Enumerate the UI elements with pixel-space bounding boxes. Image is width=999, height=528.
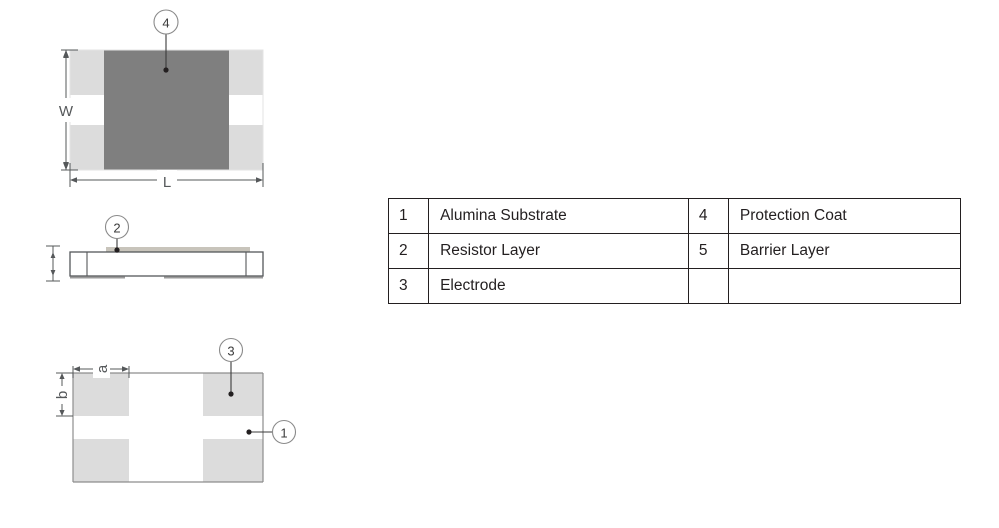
dimension-thickness xyxy=(46,245,60,282)
bottom-view-electrode-bottom-left xyxy=(73,439,129,482)
legend-label-2: Resistor Layer xyxy=(428,233,689,269)
legend-label-5: Barrier Layer xyxy=(727,233,962,269)
dimension-label-a: a xyxy=(94,364,111,373)
top-view: W L 4 xyxy=(56,9,264,192)
top-view-electrode-bottom-right xyxy=(229,125,263,170)
callout-4-label: 4 xyxy=(162,16,169,31)
legend-number-1: 1 xyxy=(387,198,430,234)
callout-1-anchor-dot xyxy=(246,429,252,435)
callout-3-label: 3 xyxy=(227,344,234,359)
bottom-view: a b 3 1 xyxy=(53,337,297,483)
dimension-b: b xyxy=(53,372,73,417)
top-view-electrode-top-left xyxy=(70,50,104,95)
callout-4-circle xyxy=(153,9,179,35)
legend-number-5: 5 xyxy=(687,233,729,269)
callout-3-circle xyxy=(218,337,244,363)
side-view: 2 xyxy=(46,214,264,282)
callout-3-anchor-dot xyxy=(228,391,234,397)
dimension-a: a xyxy=(72,360,130,378)
legend-number-empty xyxy=(687,268,729,304)
dimension-label-W: W xyxy=(59,103,74,120)
table-row: 2 Resistor Layer 5 Barrier Layer xyxy=(387,233,962,269)
callout-3: 3 xyxy=(218,337,244,397)
dimension-label-L: L xyxy=(163,174,171,191)
callout-4-anchor-dot xyxy=(163,67,169,73)
side-view-resistor-layer xyxy=(106,247,250,253)
bottom-view-electrode-bottom-right xyxy=(203,439,263,482)
legend-number-3: 3 xyxy=(387,268,430,304)
legend-number-2: 2 xyxy=(387,233,430,269)
callout-2-label: 2 xyxy=(113,221,120,236)
legend-label-4: Protection Coat xyxy=(727,198,962,234)
side-view-substrate xyxy=(69,251,264,277)
legend-label-3: Electrode xyxy=(428,268,689,304)
legend-label-empty xyxy=(727,268,962,304)
bottom-view-electrode-top-left xyxy=(73,373,129,416)
callout-1: 1 xyxy=(246,419,297,445)
table-row: 3 Electrode xyxy=(387,268,962,304)
dimension-W: W xyxy=(56,49,78,171)
table-row: 1 Alumina Substrate 4 Protection Coat xyxy=(387,198,962,234)
callout-2-anchor-dot xyxy=(114,247,120,253)
callout-2: 2 xyxy=(104,214,130,253)
callout-4: 4 xyxy=(153,9,179,73)
dimension-L: L xyxy=(69,163,264,192)
callout-2-circle xyxy=(104,214,130,240)
callout-1-circle xyxy=(271,419,297,445)
top-view-electrode-top-right xyxy=(229,50,263,95)
legend-number-4: 4 xyxy=(687,198,729,234)
legend-label-1: Alumina Substrate xyxy=(428,198,689,234)
dimension-label-b: b xyxy=(54,391,71,399)
legend-table: 1 Alumina Substrate 4 Protection Coat 2 … xyxy=(387,198,962,304)
callout-1-label: 1 xyxy=(280,426,287,441)
top-view-electrode-bottom-left xyxy=(70,125,104,170)
